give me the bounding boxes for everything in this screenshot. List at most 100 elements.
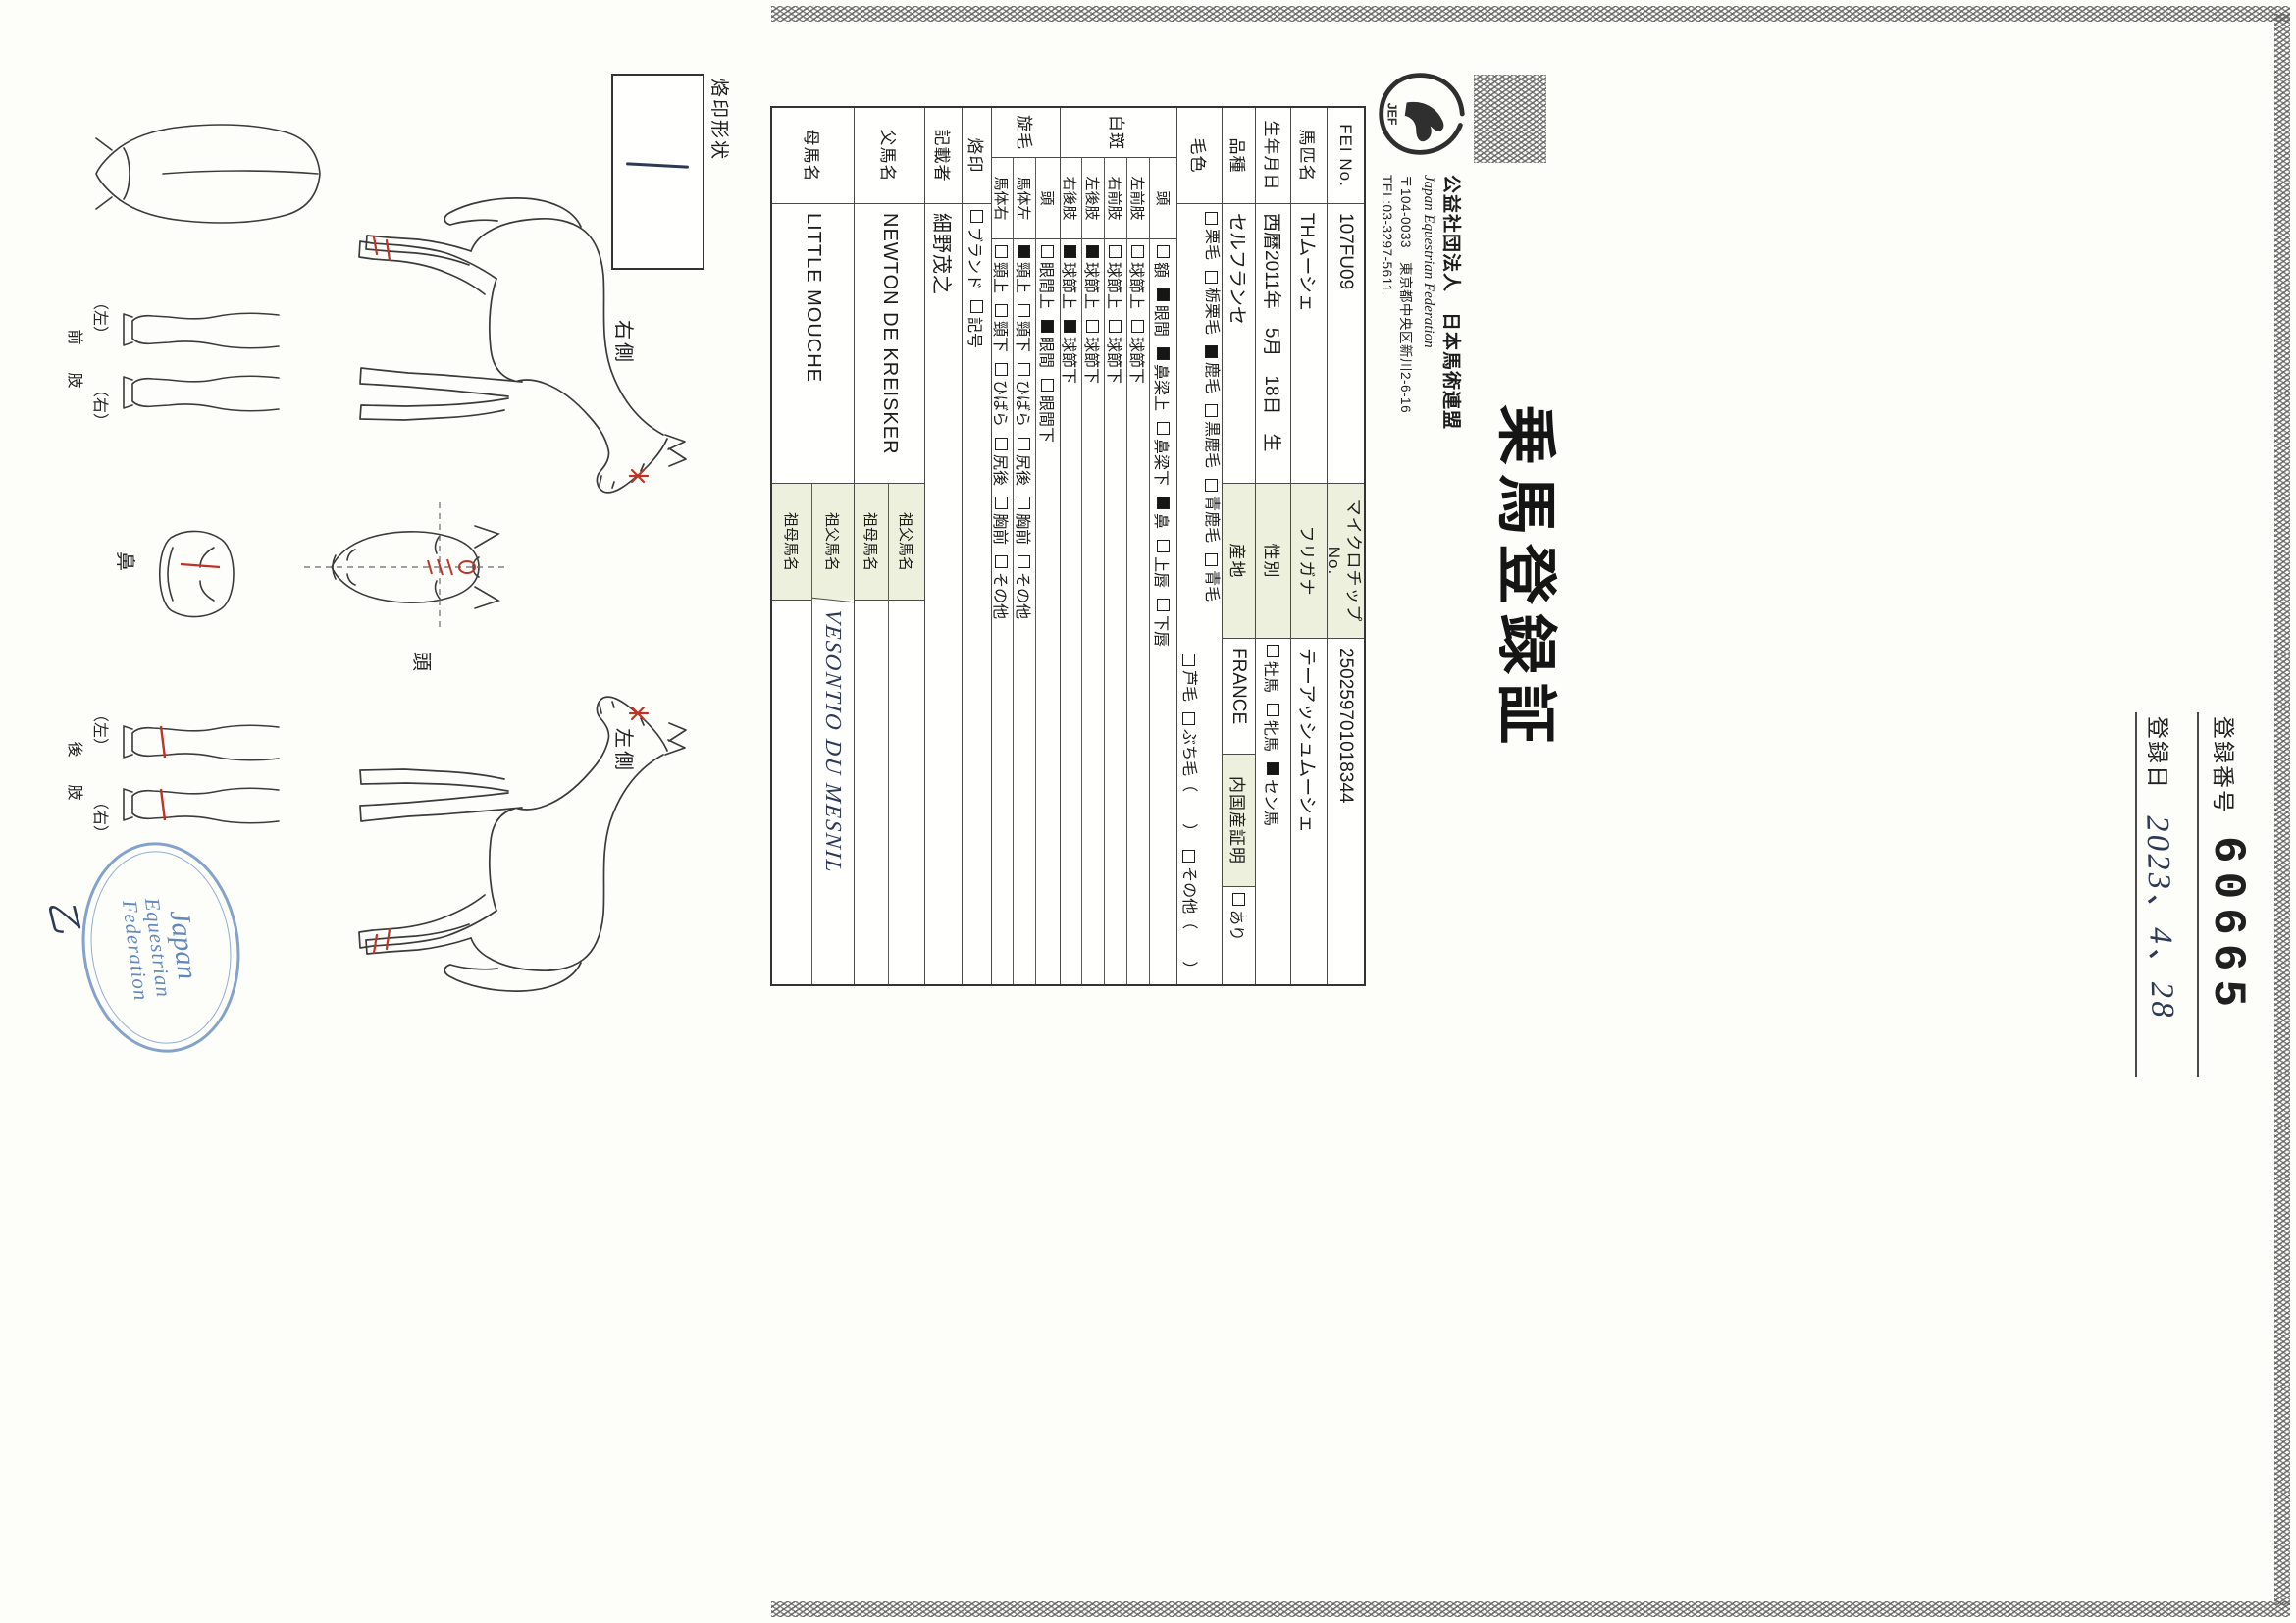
checkbox-option: 青鹿毛 (1202, 479, 1223, 543)
option-label: 尻後 (1014, 454, 1030, 487)
checkbox-group: 球節上球節下 (1082, 238, 1104, 984)
checkbox-option: 球節下 (1127, 320, 1149, 384)
border-band-left (771, 6, 2290, 22)
field-label: 父馬名 (878, 129, 897, 183)
option-label: 黒鹿毛 (1203, 421, 1221, 469)
checkbox-group: ブランド記号 (963, 203, 991, 984)
checkbox-option: 鼻梁下 (1152, 422, 1175, 486)
option-label: 牡馬 (1262, 661, 1279, 694)
checkbox-unchecked (970, 300, 983, 314)
checkbox-checked (1157, 288, 1170, 302)
option-label: ひばら (1014, 380, 1030, 428)
option-label: 球節下 (1127, 337, 1144, 385)
field-label: 祖父馬名 (812, 484, 854, 600)
checkbox-unchecked (1157, 245, 1170, 258)
field-value: FRANCE (1223, 638, 1255, 754)
neck-top-view-diagram (95, 124, 321, 224)
checkbox-group: 額眼間鼻梁上鼻梁下鼻上唇下唇 (1150, 238, 1176, 984)
org-name-ja: 公益社団法人 日本馬術連盟 (1440, 175, 1461, 431)
checkbox-option: ひばら (992, 363, 1013, 427)
grandparent-rows: 祖父馬名祖母馬名 (855, 483, 924, 984)
checkbox-group: 頸上頸下ひばら尻後胸前その他 (1014, 238, 1035, 984)
option-label: ブランド (965, 227, 983, 290)
option-label: 球節上 (1061, 262, 1076, 310)
checkbox-unchecked (1205, 479, 1219, 493)
field-label: 内国産証明 (1223, 754, 1255, 886)
field-label: 馬体左 (1015, 176, 1032, 221)
checkbox-unchecked (1018, 304, 1031, 318)
option-label: ぶち毛（ ） (1180, 729, 1198, 840)
form-row: 生年月日西暦2011年 5月 18日 生性別牡馬牝馬セン馬 (1256, 108, 1291, 984)
option-label: その他 (992, 572, 1008, 620)
checkbox-unchecked (1205, 212, 1219, 225)
option-label: 球節上 (1127, 262, 1144, 310)
form-subrow: 右後肢球節上球節下 (1061, 158, 1082, 984)
checkbox-unchecked (1157, 540, 1170, 553)
checkbox-unchecked (1131, 245, 1145, 258)
field-label: 頭 (1038, 190, 1056, 206)
option-label: 頸下 (1014, 321, 1030, 353)
checkbox-option: 球節上 (1082, 245, 1104, 309)
option-label: ひばら (992, 380, 1008, 428)
field-value (772, 600, 811, 984)
checkbox-unchecked (970, 210, 983, 223)
handwritten-field-value: VESONTIO DU MESNIL (812, 597, 854, 984)
field-value: 細野茂之 (925, 203, 962, 984)
form-subrow: 頭眼間上眼間眼間下 (1036, 158, 1060, 984)
checkbox-option: 鼻 (1152, 497, 1175, 529)
checkbox-unchecked (1182, 712, 1196, 726)
checkbox-unchecked (1041, 245, 1055, 258)
horse-head-front-diagram (303, 502, 504, 632)
option-label: 鼻梁上 (1152, 364, 1170, 412)
checkbox-checked (1018, 245, 1031, 258)
field-label: 生年月日 (1262, 120, 1280, 191)
checkbox-checked (1205, 345, 1219, 359)
option-label: 額 (1152, 262, 1170, 279)
hindleg-label: 後 肢 (66, 741, 82, 807)
option-label: 栃栗毛 (1203, 288, 1221, 336)
field-value: 107FU09 (1328, 203, 1364, 483)
option-label: 上唇 (1152, 556, 1170, 589)
field-label: フリガナ (1291, 483, 1327, 638)
checkbox-unchecked (1205, 271, 1219, 285)
option-label: 球節上 (1105, 262, 1122, 310)
option-label: 鹿毛 (1203, 362, 1221, 394)
form-row: 白斑頭額眼間鼻梁上鼻梁下鼻上唇下唇左前肢球節上球節下右前肢球節上球節下左後肢球節… (1061, 108, 1177, 984)
form-subrow: 祖母馬名 (855, 484, 889, 984)
certificate-title: 乗馬登録証 (1491, 404, 1559, 754)
checkbox-option: 栗毛 (1202, 212, 1223, 260)
org-name-en: Japan Equestrian Federation (1421, 175, 1436, 348)
checkbox-option: 黒鹿毛 (1202, 404, 1223, 468)
checkbox-checked (1041, 320, 1055, 334)
org-header: JEF 公益社団法人 日本馬術連盟 Japan Equestrian Feder… (1374, 67, 1470, 430)
option-label: 球節下 (1061, 337, 1076, 385)
checkbox-unchecked (1182, 654, 1196, 666)
field-value: THムーシェ (1291, 203, 1327, 483)
field-label: 産地 (1223, 483, 1255, 638)
foreleg-left-label: （左） (91, 294, 108, 342)
field-value: セルフランセ (1223, 203, 1255, 483)
option-label: 牝馬 (1262, 720, 1279, 753)
option-label: その他（ ） (1180, 866, 1198, 977)
field-label: 左後肢 (1083, 176, 1101, 221)
checkbox-option: 鼻梁上 (1152, 347, 1175, 411)
checkbox-group: 牡馬牝馬セン馬 (1256, 638, 1290, 984)
option-label: 芦毛 (1180, 670, 1198, 703)
form-subrow: 祖父馬名 (889, 484, 924, 984)
option-label: 眼間 (1152, 305, 1170, 338)
field-label: 右前肢 (1106, 176, 1123, 221)
red-head-marks (427, 558, 476, 576)
hindleg-diagram (123, 724, 280, 824)
foreleg-right-label: （右） (91, 381, 108, 429)
checkbox-unchecked (1232, 893, 1245, 906)
checkbox-unchecked (1157, 599, 1170, 612)
form-row: 旋毛頭眼間上眼間眼間下馬体左頸上頸下ひばら尻後胸前その他馬体右頸上頸下ひばら尻後… (992, 108, 1061, 984)
jef-logo-icon: JEF (1379, 73, 1465, 155)
foreleg-diagram (123, 312, 280, 412)
option-label: 青毛 (1203, 570, 1221, 602)
checkbox-unchecked (995, 555, 1009, 569)
